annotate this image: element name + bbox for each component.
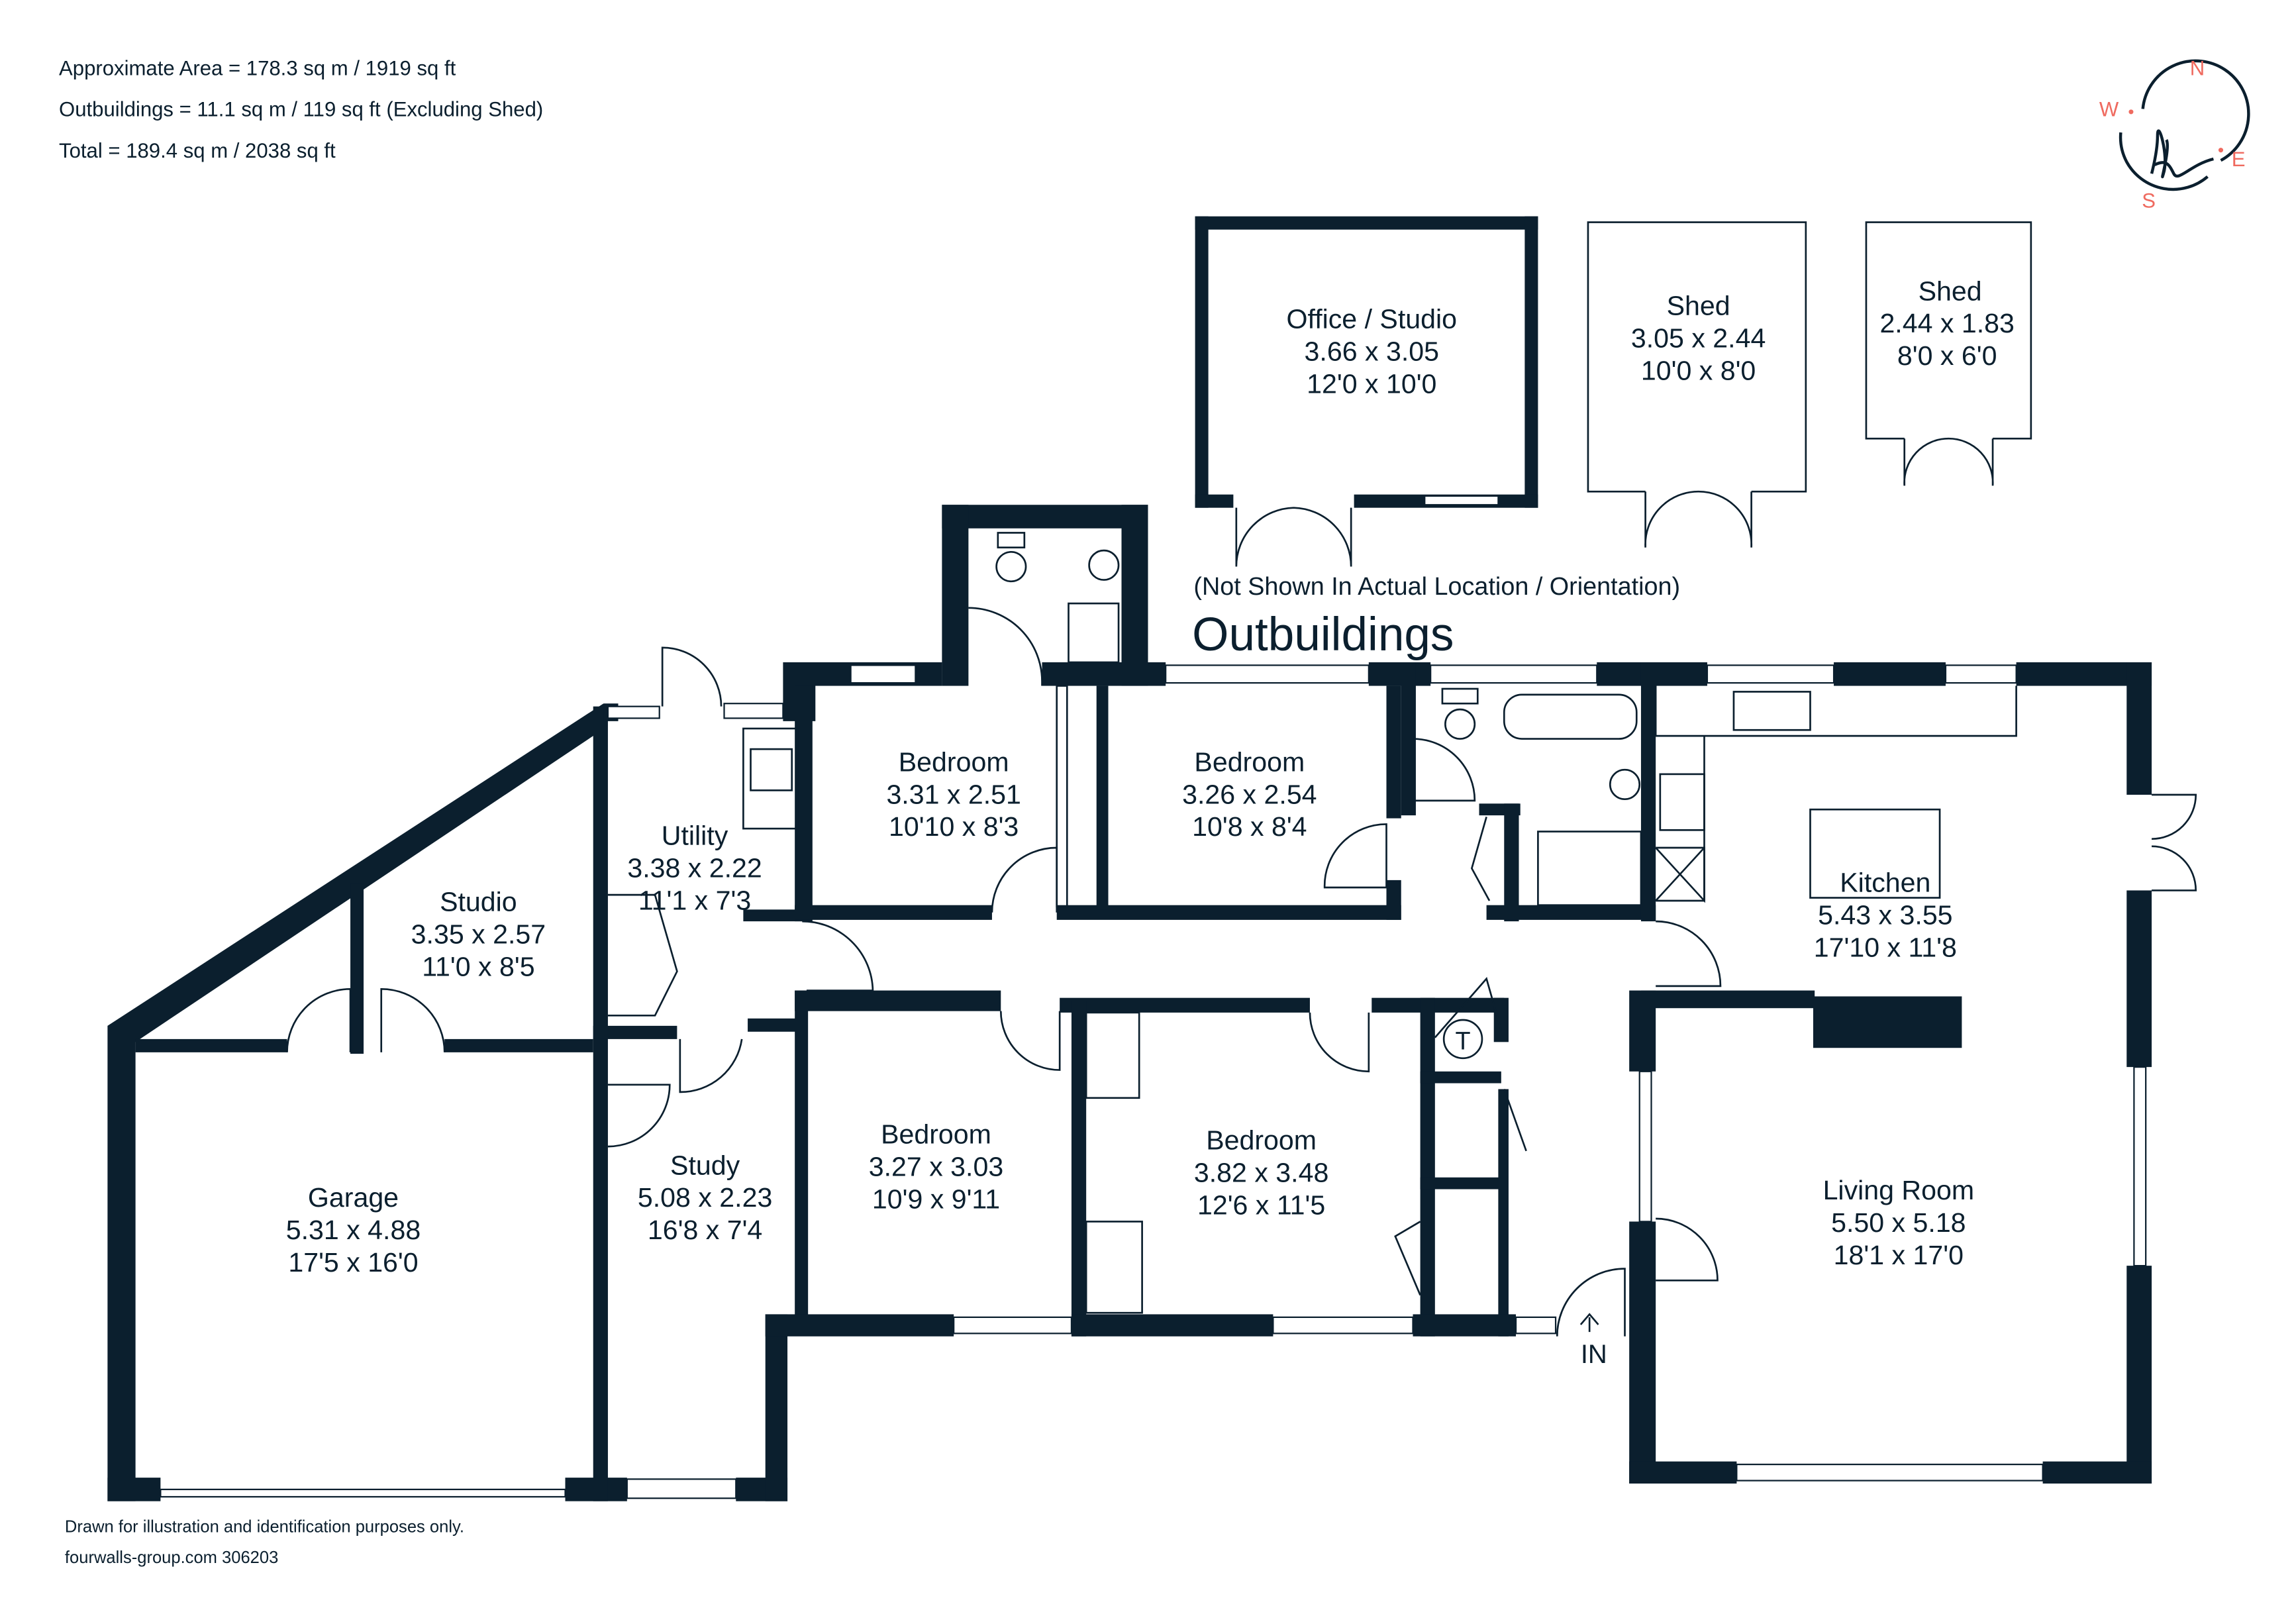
room-studio: Studio 3.35 x 2.57 11'0 x 8'5 xyxy=(411,887,546,982)
reference: fourwalls-group.com 306203 xyxy=(65,1548,278,1567)
compass-north: N xyxy=(2190,56,2205,79)
room-name: Living Room xyxy=(1823,1175,1974,1205)
area-summary: Approximate Area = 178.3 sq m / 1919 sq … xyxy=(59,56,543,162)
room-imperial: 12'6 x 11'5 xyxy=(1197,1189,1325,1220)
room-name: Garage xyxy=(308,1182,399,1213)
room-metric: 5.31 x 4.88 xyxy=(286,1215,421,1245)
room-name: Bedroom xyxy=(1206,1125,1317,1156)
room-name: Bedroom xyxy=(881,1119,991,1150)
outbuilding-office-studio xyxy=(1195,216,1538,567)
room-name: Shed xyxy=(1667,291,1730,321)
room-metric: 3.05 x 2.44 xyxy=(1631,323,1766,353)
total-area: Total = 189.4 sq m / 2038 sq ft xyxy=(59,139,336,162)
outbuilding-shed-2 xyxy=(1865,221,2032,486)
room-name: Kitchen xyxy=(1840,868,1930,898)
disclaimer: Drawn for illustration and identificatio… xyxy=(65,1517,464,1536)
room-bedroom-2: Bedroom 3.26 x 2.54 10'8 x 8'4 xyxy=(1182,746,1317,842)
room-kitchen: Kitchen 5.43 x 3.55 17'10 x 11'8 xyxy=(1814,868,1957,963)
room-metric: 3.26 x 2.54 xyxy=(1182,779,1317,809)
room-name: Shed xyxy=(1919,276,1982,306)
room-utility: Utility 3.38 x 2.22 11'1 x 7'3 xyxy=(627,821,762,916)
compass-west: W xyxy=(2099,98,2119,121)
room-name: Study xyxy=(670,1150,740,1180)
room-bedroom-3: Bedroom 3.27 x 3.03 10'9 x 9'11 xyxy=(869,1119,1003,1215)
room-imperial: 10'0 x 8'0 xyxy=(1641,355,1756,385)
room-imperial: 10'8 x 8'4 xyxy=(1192,811,1307,842)
room-name: Bedroom xyxy=(1194,746,1305,777)
room-name: Bedroom xyxy=(899,746,1009,777)
room-imperial: 16'8 x 7'4 xyxy=(648,1215,762,1245)
room-metric: 3.66 x 3.05 xyxy=(1305,336,1439,366)
room-imperial: 18'1 x 17'0 xyxy=(1834,1240,1964,1270)
room-study: Study 5.08 x 2.23 16'8 x 7'4 xyxy=(638,1150,772,1245)
room-bedroom-1: Bedroom 3.31 x 2.51 10'10 x 8'3 xyxy=(886,746,1021,842)
room-garage: Garage 5.31 x 4.88 17'5 x 16'0 xyxy=(286,1182,421,1278)
room-metric: 3.27 x 3.03 xyxy=(869,1152,1003,1182)
room-metric: 5.50 x 5.18 xyxy=(1831,1207,1966,1238)
room-imperial: 12'0 x 10'0 xyxy=(1307,368,1436,399)
room-metric: 3.38 x 2.22 xyxy=(627,852,762,883)
room-living-room: Living Room 5.50 x 5.18 18'1 x 17'0 xyxy=(1823,1175,1974,1270)
room-name: Utility xyxy=(662,821,728,851)
tank-label: T xyxy=(1456,1027,1471,1055)
room-name: Office / Studio xyxy=(1287,304,1457,334)
approx-area: Approximate Area = 178.3 sq m / 1919 sq … xyxy=(59,56,456,79)
compass-east: E xyxy=(2232,148,2246,171)
room-imperial: 11'1 x 7'3 xyxy=(638,885,751,915)
room-shed-1: Shed 3.05 x 2.44 10'0 x 8'0 xyxy=(1631,291,1766,386)
outbuildings-area: Outbuildings = 11.1 sq m / 119 sq ft (Ex… xyxy=(59,98,543,121)
room-shed-2: Shed 2.44 x 1.83 8'0 x 6'0 xyxy=(1879,276,2014,371)
room-metric: 5.43 x 3.55 xyxy=(1818,900,1952,931)
outbuilding-shed-1 xyxy=(1587,221,1807,548)
house-walls xyxy=(107,505,2197,1501)
room-name: Studio xyxy=(440,887,517,917)
room-metric: 3.31 x 2.51 xyxy=(886,779,1021,809)
room-imperial: 10'9 x 9'11 xyxy=(872,1184,1000,1214)
compass-south: S xyxy=(2142,189,2156,212)
entrance-label: IN xyxy=(1581,1340,1607,1369)
room-metric: 5.08 x 2.23 xyxy=(638,1182,772,1213)
room-metric: 2.44 x 1.83 xyxy=(1879,308,2014,338)
room-imperial: 17'10 x 11'8 xyxy=(1814,932,1957,962)
room-metric: 3.82 x 3.48 xyxy=(1194,1157,1328,1187)
room-metric: 3.35 x 2.57 xyxy=(411,919,546,949)
outbuildings-note: (Not Shown In Actual Location / Orientat… xyxy=(1193,573,1680,601)
room-office-studio: Office / Studio 3.66 x 3.05 12'0 x 10'0 xyxy=(1287,304,1457,399)
room-imperial: 10'10 x 8'3 xyxy=(889,811,1019,842)
room-imperial: 17'5 x 16'0 xyxy=(288,1247,418,1278)
outbuildings-title: Outbuildings xyxy=(1192,609,1454,661)
room-imperial: 11'0 x 8'5 xyxy=(422,951,534,982)
room-bedroom-4: Bedroom 3.82 x 3.48 12'6 x 11'5 xyxy=(1194,1125,1328,1221)
compass-logo-icon: N W E S xyxy=(2099,56,2250,212)
room-imperial: 8'0 x 6'0 xyxy=(1897,340,1997,371)
